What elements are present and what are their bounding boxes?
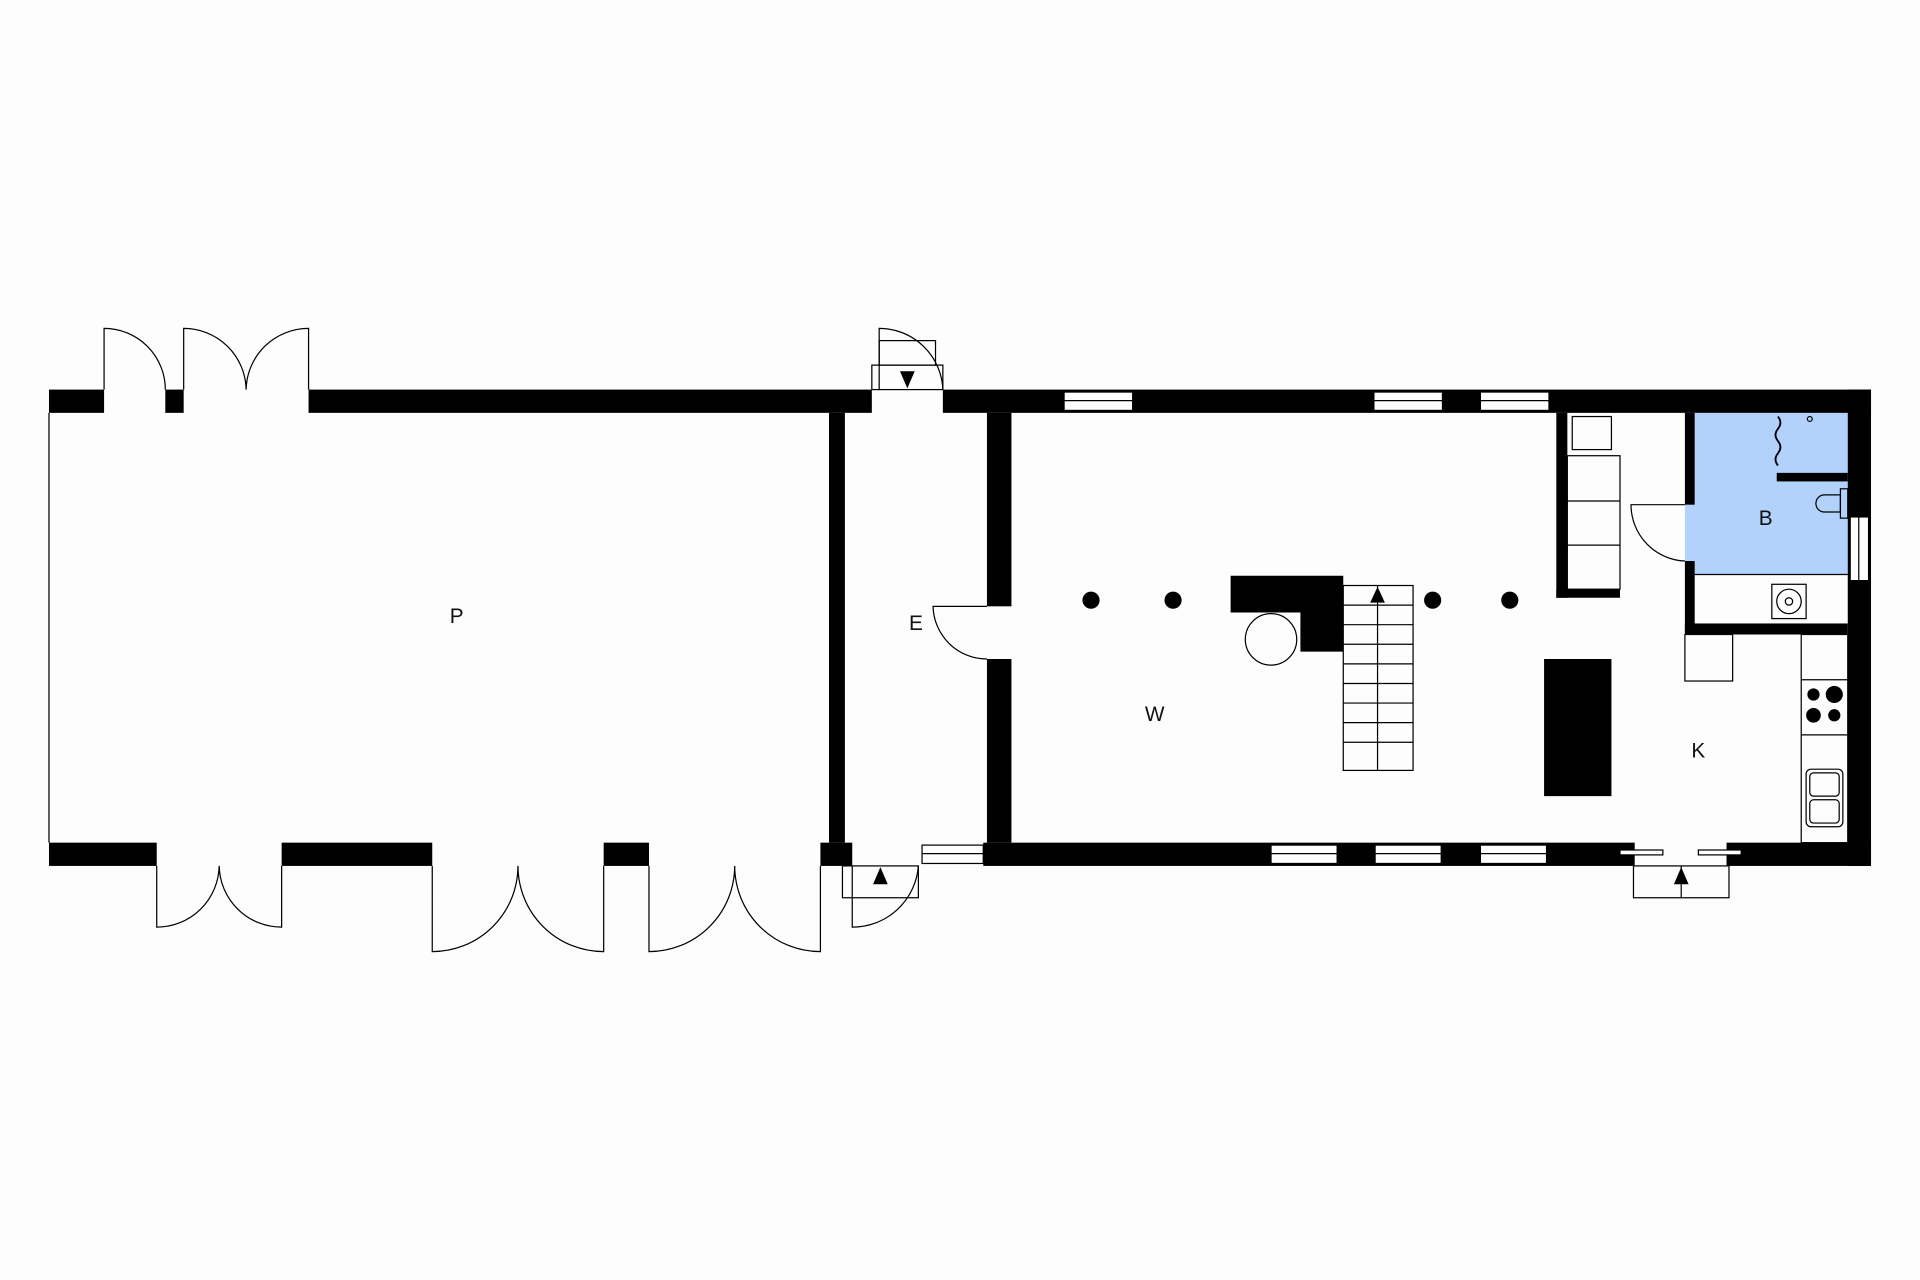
doors <box>103 327 1742 953</box>
windows <box>921 391 1870 865</box>
room-label-w: W <box>1145 703 1165 726</box>
room-label-b: B <box>1759 507 1773 530</box>
room-label-k: K <box>1691 740 1705 763</box>
bathroom-fill <box>1684 412 1848 575</box>
fixtures <box>1082 415 1849 844</box>
room-label-e: E <box>909 612 923 635</box>
kitchen-island <box>1544 658 1612 797</box>
fireplace <box>1230 575 1344 652</box>
room-label-p: P <box>450 605 464 628</box>
staircase <box>1342 584 1414 772</box>
